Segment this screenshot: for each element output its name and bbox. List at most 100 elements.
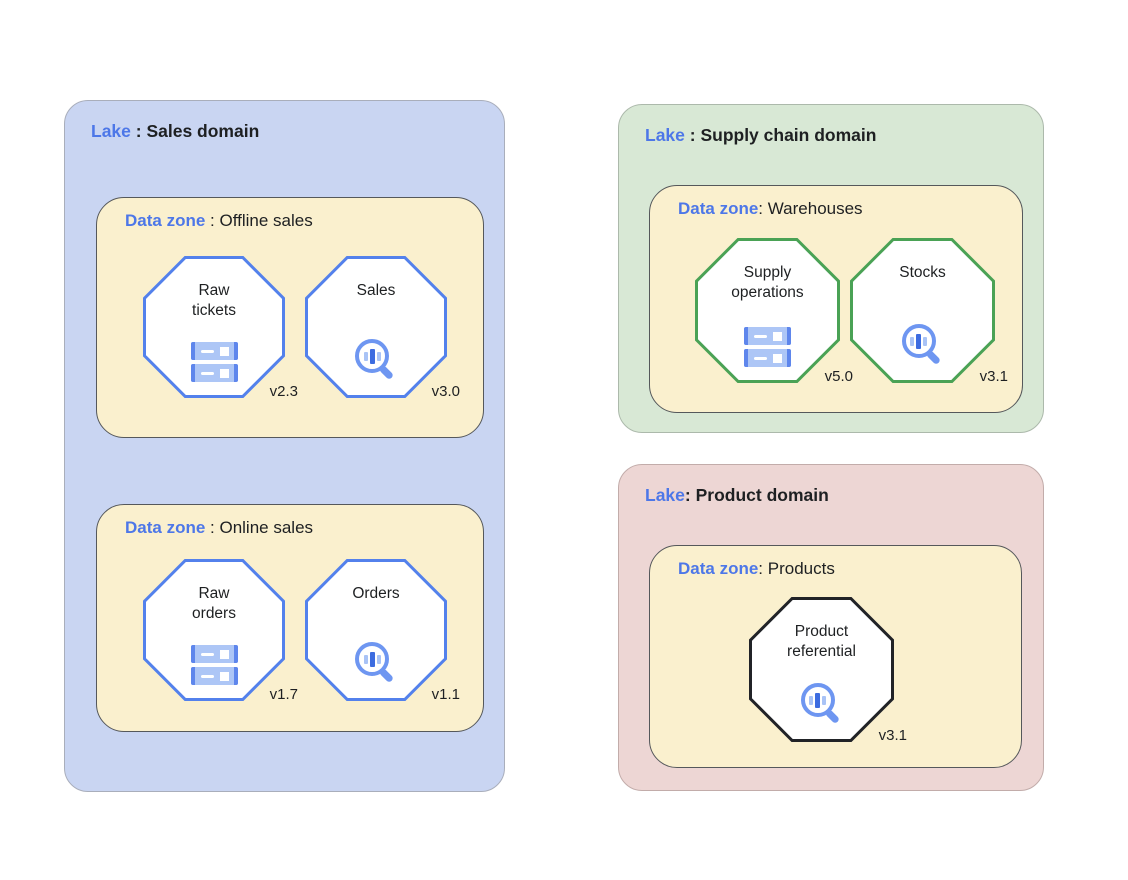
zone-title-separator: : xyxy=(758,559,768,578)
octagon-content: Stocks xyxy=(850,238,995,383)
zone-title: Data zone: Warehouses xyxy=(678,199,863,219)
version-label: v3.1 xyxy=(878,727,907,744)
storage-row xyxy=(744,327,791,345)
chart-bar xyxy=(376,654,381,664)
storage-row xyxy=(190,645,238,663)
data-zone-offline-sales: Data zone : Offline sales Raw tickets v2… xyxy=(96,197,484,438)
asset-label: Supply operations xyxy=(731,264,804,302)
chart-bar xyxy=(369,651,375,667)
lake-title-separator: : xyxy=(684,485,696,505)
zone-title: Data zone: Products xyxy=(678,559,835,579)
lake-title-name: Product domain xyxy=(695,485,829,505)
asset-label: Raw tickets xyxy=(192,282,236,320)
lake-title-name: Sales domain xyxy=(146,121,260,141)
lake-title: Lake : Sales domain xyxy=(91,121,259,142)
version-label: v3.1 xyxy=(979,368,1008,385)
lake-sales-domain: Lake : Sales domain Data zone : Offline … xyxy=(64,100,505,792)
storage-square xyxy=(773,353,782,363)
asset-raw-tickets: Raw tickets v2.3 xyxy=(143,256,298,400)
search-analytics-icon xyxy=(354,338,398,382)
storage-dash xyxy=(200,349,214,353)
storage-square xyxy=(773,331,782,341)
asset-sales: Sales v3.0 xyxy=(305,256,460,400)
search-analytics-icon xyxy=(800,682,844,726)
chart-bar xyxy=(916,333,921,349)
asset-label: Stocks xyxy=(899,264,946,281)
storage-square xyxy=(219,346,229,356)
storage-dash xyxy=(200,371,214,375)
asset-label: Raw orders xyxy=(192,585,236,623)
octagon-content: Product referential xyxy=(749,597,894,742)
asset-orders: Orders v1.1 xyxy=(305,559,460,703)
chart-bar xyxy=(363,654,368,664)
magnifier-handle xyxy=(925,349,941,365)
chart-bar xyxy=(369,348,375,364)
lake-supply-chain-domain: Lake : Supply chain domain Data zone: Wa… xyxy=(618,104,1044,433)
zone-title-separator: : xyxy=(205,518,220,537)
version-label: v3.0 xyxy=(431,383,460,400)
octagon-content: Raw tickets xyxy=(143,256,285,398)
version-label: v5.0 xyxy=(824,368,853,385)
storage-icon xyxy=(744,327,791,367)
asset-stocks: Stocks v3.1 xyxy=(850,238,1008,385)
octagon-content: Orders xyxy=(305,559,447,701)
storage-row xyxy=(190,342,238,360)
storage-icon xyxy=(190,342,238,382)
chart-bar xyxy=(923,336,927,346)
lake-title-prefix: Lake xyxy=(645,125,685,145)
storage-row xyxy=(190,364,238,382)
asset-product-referential: Product referential v3.1 xyxy=(749,597,907,744)
version-label: v1.1 xyxy=(431,686,460,703)
lake-title-prefix: Lake xyxy=(91,121,131,141)
zone-title-prefix: Data zone xyxy=(125,211,206,230)
storage-square xyxy=(219,649,229,659)
storage-dash xyxy=(200,652,214,656)
storage-row xyxy=(744,349,791,367)
lake-title: Lake : Supply chain domain xyxy=(645,125,876,146)
asset-label: Product referential xyxy=(787,623,856,661)
magnifier-handle xyxy=(378,364,395,380)
octagon-content: Sales xyxy=(305,256,447,398)
asset-label: Orders xyxy=(352,585,400,602)
version-label: v2.3 xyxy=(269,383,298,400)
lake-title-prefix: Lake xyxy=(645,485,685,505)
data-zone-products: Data zone: Products Product referential … xyxy=(649,545,1022,768)
zone-title-separator: : xyxy=(758,199,768,218)
chart-bar xyxy=(376,351,381,361)
storage-dash xyxy=(200,674,214,678)
zone-title-name: Products xyxy=(767,559,835,578)
asset-label: Sales xyxy=(356,282,396,299)
chart-bar xyxy=(910,336,914,346)
zone-title: Data zone : Offline sales xyxy=(125,211,313,231)
storage-dash xyxy=(754,334,767,338)
chart-bar xyxy=(363,351,368,361)
storage-dash xyxy=(754,356,767,360)
chart-bar xyxy=(815,692,820,708)
lake-product-domain: Lake: Product domain Data zone: Products… xyxy=(618,464,1044,791)
zone-title-name: Warehouses xyxy=(767,199,863,218)
magnifier-handle xyxy=(824,708,840,724)
asset-supply-operations: Supply operations v5.0 xyxy=(695,238,853,385)
version-label: v1.7 xyxy=(269,686,298,703)
zone-title-prefix: Data zone xyxy=(678,199,759,218)
storage-square xyxy=(219,671,229,681)
lake-title: Lake: Product domain xyxy=(645,485,829,506)
octagon-content: Supply operations xyxy=(695,238,840,383)
storage-row xyxy=(190,667,238,685)
zone-title-name: Offline sales xyxy=(219,211,313,230)
data-zone-online-sales: Data zone : Online sales Raw orders v1.7 xyxy=(96,504,484,732)
magnifier-handle xyxy=(378,667,395,683)
chart-bar xyxy=(809,695,813,705)
lake-title-separator: : xyxy=(130,121,147,141)
zone-title: Data zone : Online sales xyxy=(125,518,313,538)
asset-raw-orders: Raw orders v1.7 xyxy=(143,559,298,703)
search-analytics-icon xyxy=(901,323,945,367)
data-zone-warehouses: Data zone: Warehouses Supply operations … xyxy=(649,185,1023,413)
search-analytics-icon xyxy=(354,641,398,685)
zone-title-prefix: Data zone xyxy=(678,559,759,578)
zone-title-name: Online sales xyxy=(219,518,314,537)
zone-title-prefix: Data zone xyxy=(125,518,206,537)
chart-bar xyxy=(822,695,826,705)
octagon-content: Raw orders xyxy=(143,559,285,701)
